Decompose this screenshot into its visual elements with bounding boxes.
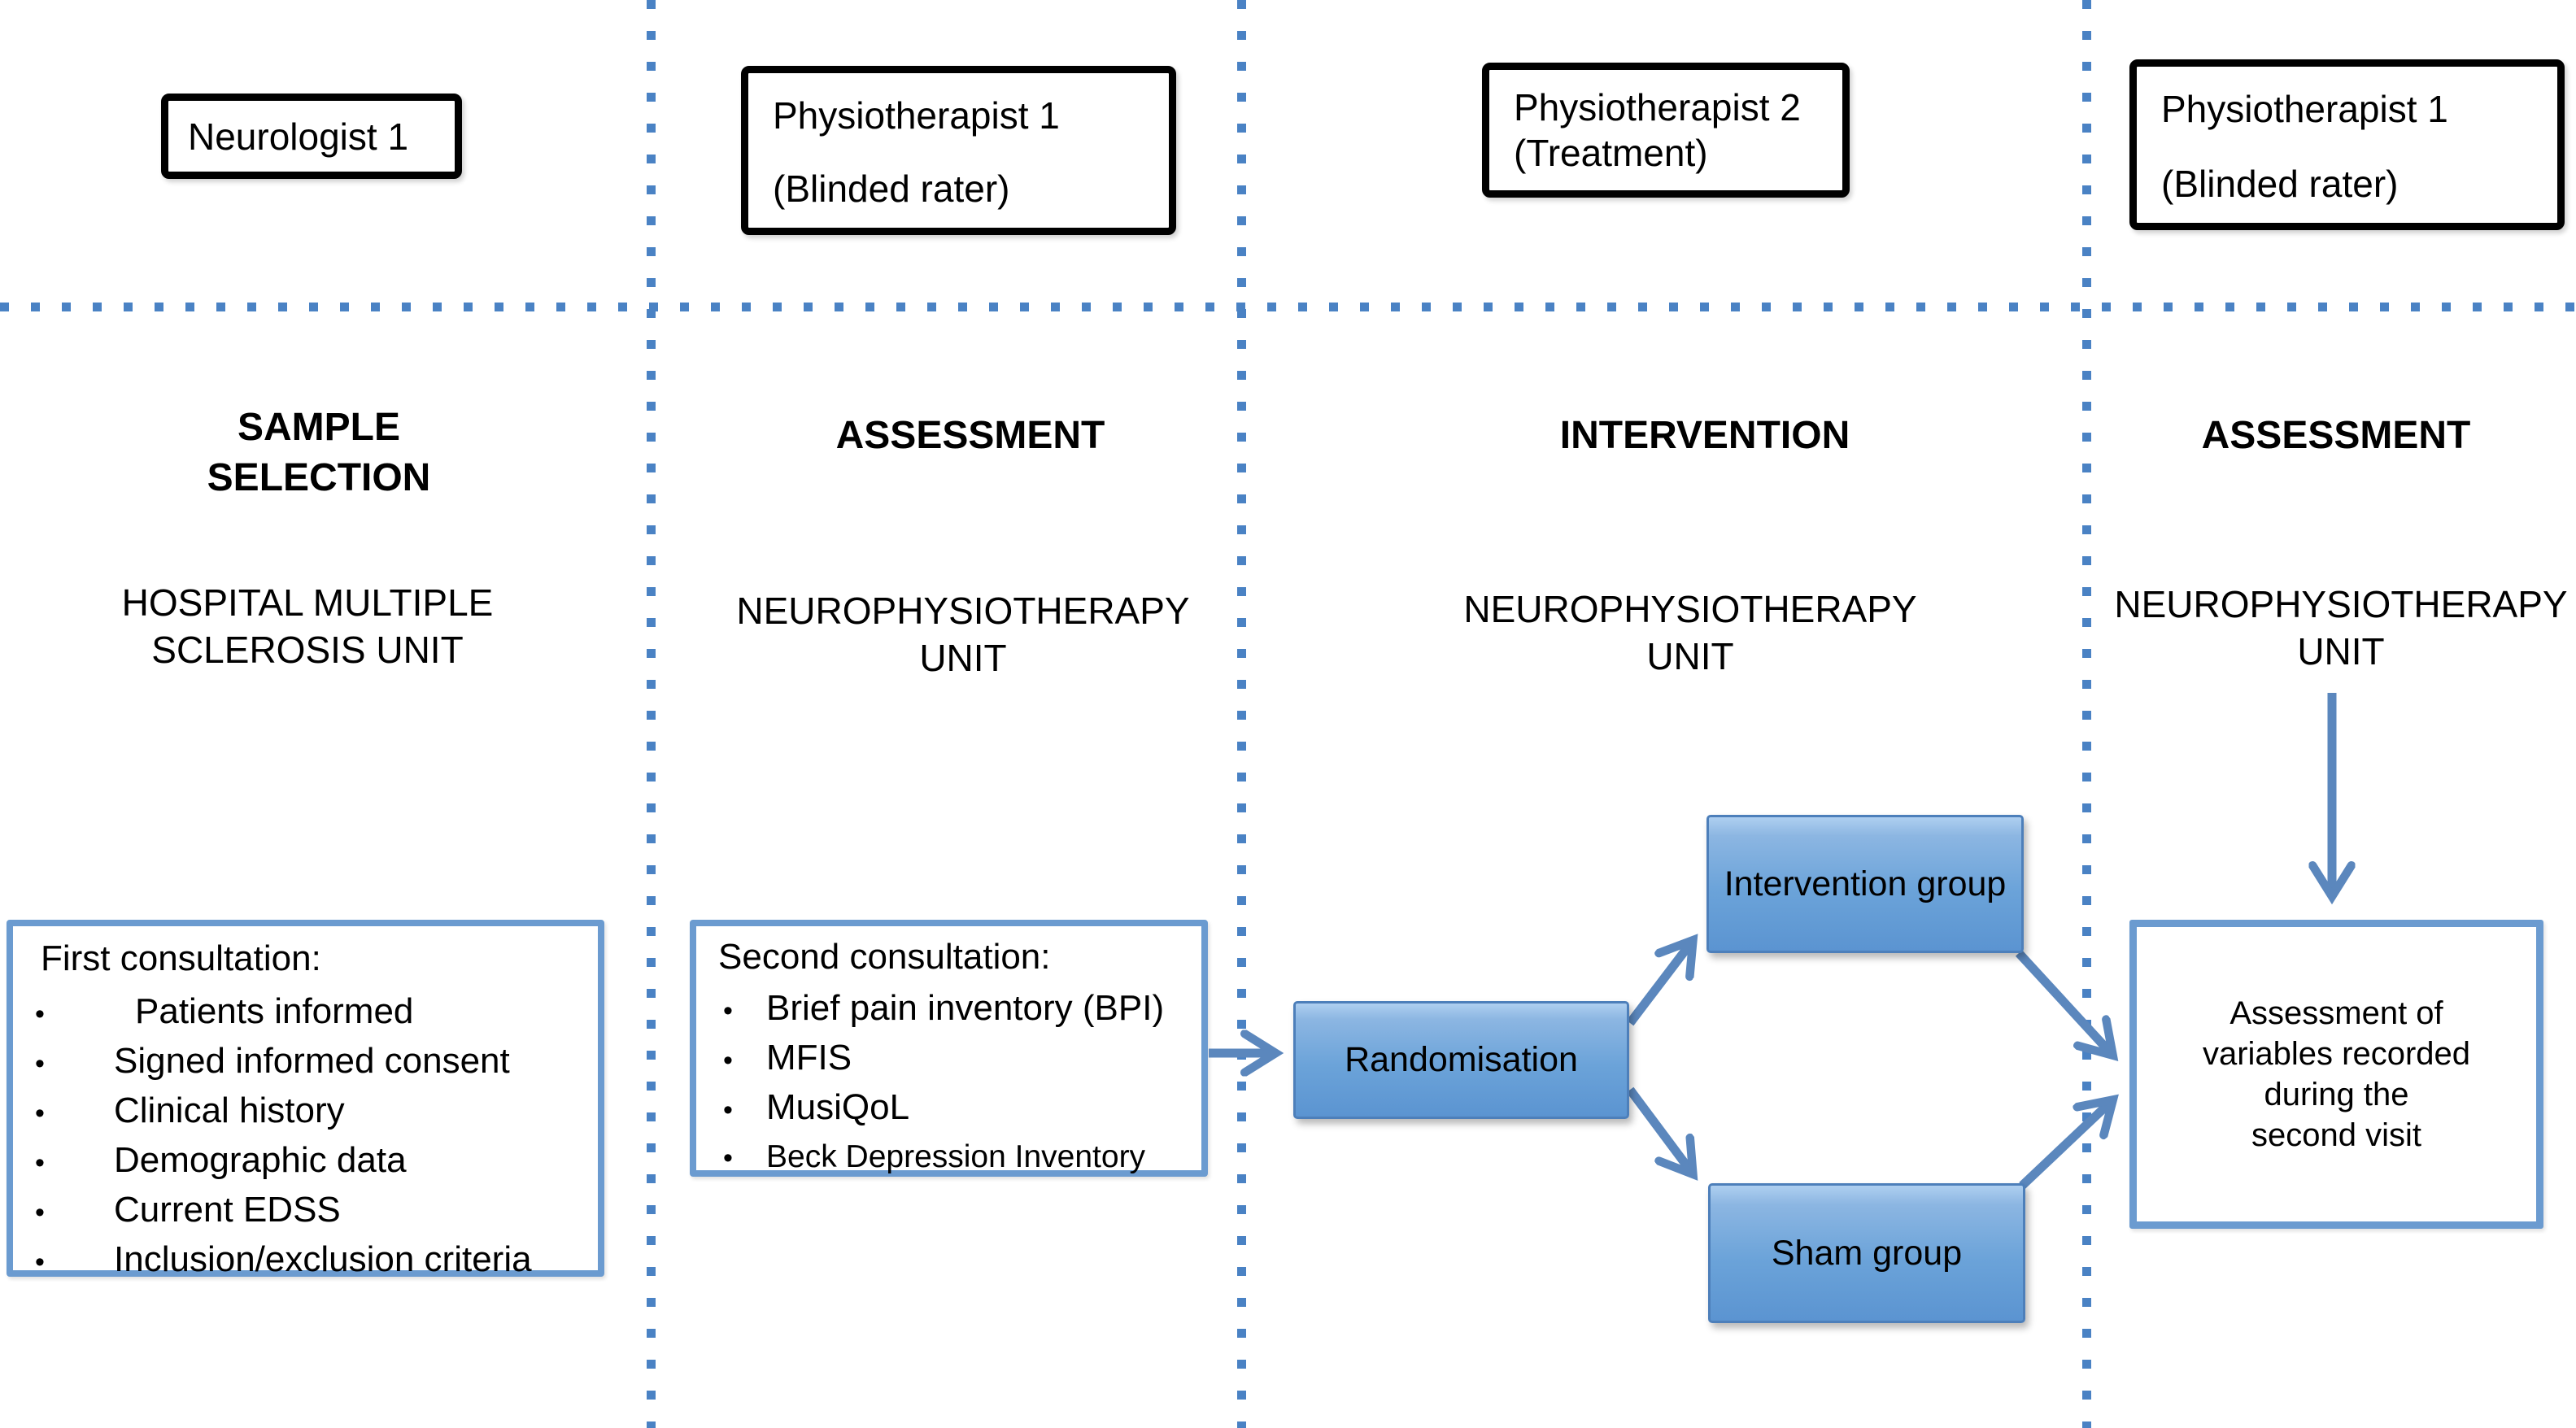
bullet-icon: • [35, 1197, 45, 1228]
actor-name: Physiotherapist 1 [2161, 88, 2448, 130]
bullet-icon: • [723, 1143, 733, 1173]
actor-role: (Treatment) [1514, 132, 1708, 174]
randomisation-box: Randomisation [1293, 1001, 1629, 1119]
second-consultation-title: Second consultation: [718, 937, 1051, 977]
actor-role: (Blinded rater) [2161, 163, 2399, 205]
arrow-sham-to-assessment [2019, 1101, 2112, 1189]
first-consultation-title: First consultation: [41, 938, 321, 978]
intervention-group-label: Intervention group [1724, 864, 2007, 903]
unit-label-neurophysio-1: NEUROPHYSIOTHERAPY UNIT [736, 590, 1190, 679]
list-item: • Inclusion/exclusion criteria [13, 1236, 598, 1286]
actor-box-physio2: Physiotherapist 2 (Treatment) [1482, 63, 1850, 198]
arrow-randomisation-to-sham [1626, 1086, 1692, 1173]
list-item: • Beck Depression Inventory [696, 1134, 1201, 1182]
actor-name: Neurologist 1 [188, 115, 409, 158]
list-item: • MFIS [696, 1034, 1201, 1084]
actor-name: Physiotherapist 2 [1514, 86, 1801, 128]
list-item: • Brief pain inventory (BPI) [696, 985, 1201, 1034]
actor-box-physio1-left: Physiotherapist 1 (Blinded rater) [741, 66, 1176, 235]
phase-header-assessment-2: ASSESSMENT [2201, 414, 2471, 457]
list-item: • Demographic data [13, 1137, 598, 1186]
list-item: • Clinical history [13, 1087, 598, 1137]
column-divider-3 [2082, 0, 2091, 1428]
bullet-icon: • [35, 1098, 45, 1129]
first-consultation-box: First consultation: • Patients informed … [7, 920, 604, 1279]
actor-box-neurologist: Neurologist 1 [161, 94, 462, 179]
assessment-line: Assessment of [2229, 995, 2443, 1031]
actor-role: (Blinded rater) [773, 168, 1010, 210]
list-item: • MusiQoL [696, 1084, 1201, 1134]
bullet-icon: • [35, 999, 45, 1030]
row-divider [0, 303, 2576, 311]
phase-header-assessment-1: ASSESSMENT [835, 414, 1105, 457]
second-consultation-box: Second consultation: • Brief pain invent… [690, 920, 1208, 1177]
assessment-line: variables recorded [2202, 1036, 2471, 1072]
unit-label-hospital-ms-unit: HOSPITAL MULTIPLE SCLEROSIS UNIT [121, 581, 494, 671]
phase-header-intervention: INTERVENTION [1559, 414, 1850, 457]
arrow-randomisation-to-intervention [1626, 942, 1692, 1026]
assessment-line: second visit [2251, 1117, 2421, 1153]
list-item: • Signed informed consent [13, 1038, 598, 1087]
bullet-icon: • [723, 995, 733, 1026]
bullet-icon: • [35, 1147, 45, 1178]
sham-group-label: Sham group [1771, 1233, 1963, 1273]
unit-label-neurophysio-3: NEUROPHYSIOTHERAPY UNIT [2114, 583, 2568, 673]
column-divider-1 [647, 0, 656, 1428]
assessment-line: during the [2264, 1077, 2409, 1112]
assessment-variables-box: Assessment of variables recorded during … [2129, 920, 2543, 1229]
phase-header-sample-selection: SAMPLE SELECTION [207, 406, 431, 499]
sham-group-box: Sham group [1708, 1183, 2025, 1323]
bullet-icon: • [723, 1095, 733, 1125]
bullet-icon: • [35, 1247, 45, 1278]
bullet-icon: • [723, 1045, 733, 1076]
actor-name: Physiotherapist 1 [773, 94, 1060, 137]
unit-label-neurophysio-2: NEUROPHYSIOTHERAPY UNIT [1463, 588, 1917, 677]
list-item: • Patients informed [13, 988, 598, 1038]
intervention-group-box: Intervention group [1706, 815, 2024, 953]
bullet-icon: • [35, 1048, 45, 1079]
randomisation-label: Randomisation [1345, 1040, 1578, 1079]
actor-box-physio1-right: Physiotherapist 1 (Blinded rater) [2129, 59, 2565, 230]
arrow-intervention-to-assessment [2015, 950, 2112, 1054]
column-divider-2 [1237, 0, 1246, 1428]
list-item: • Current EDSS [13, 1186, 598, 1236]
